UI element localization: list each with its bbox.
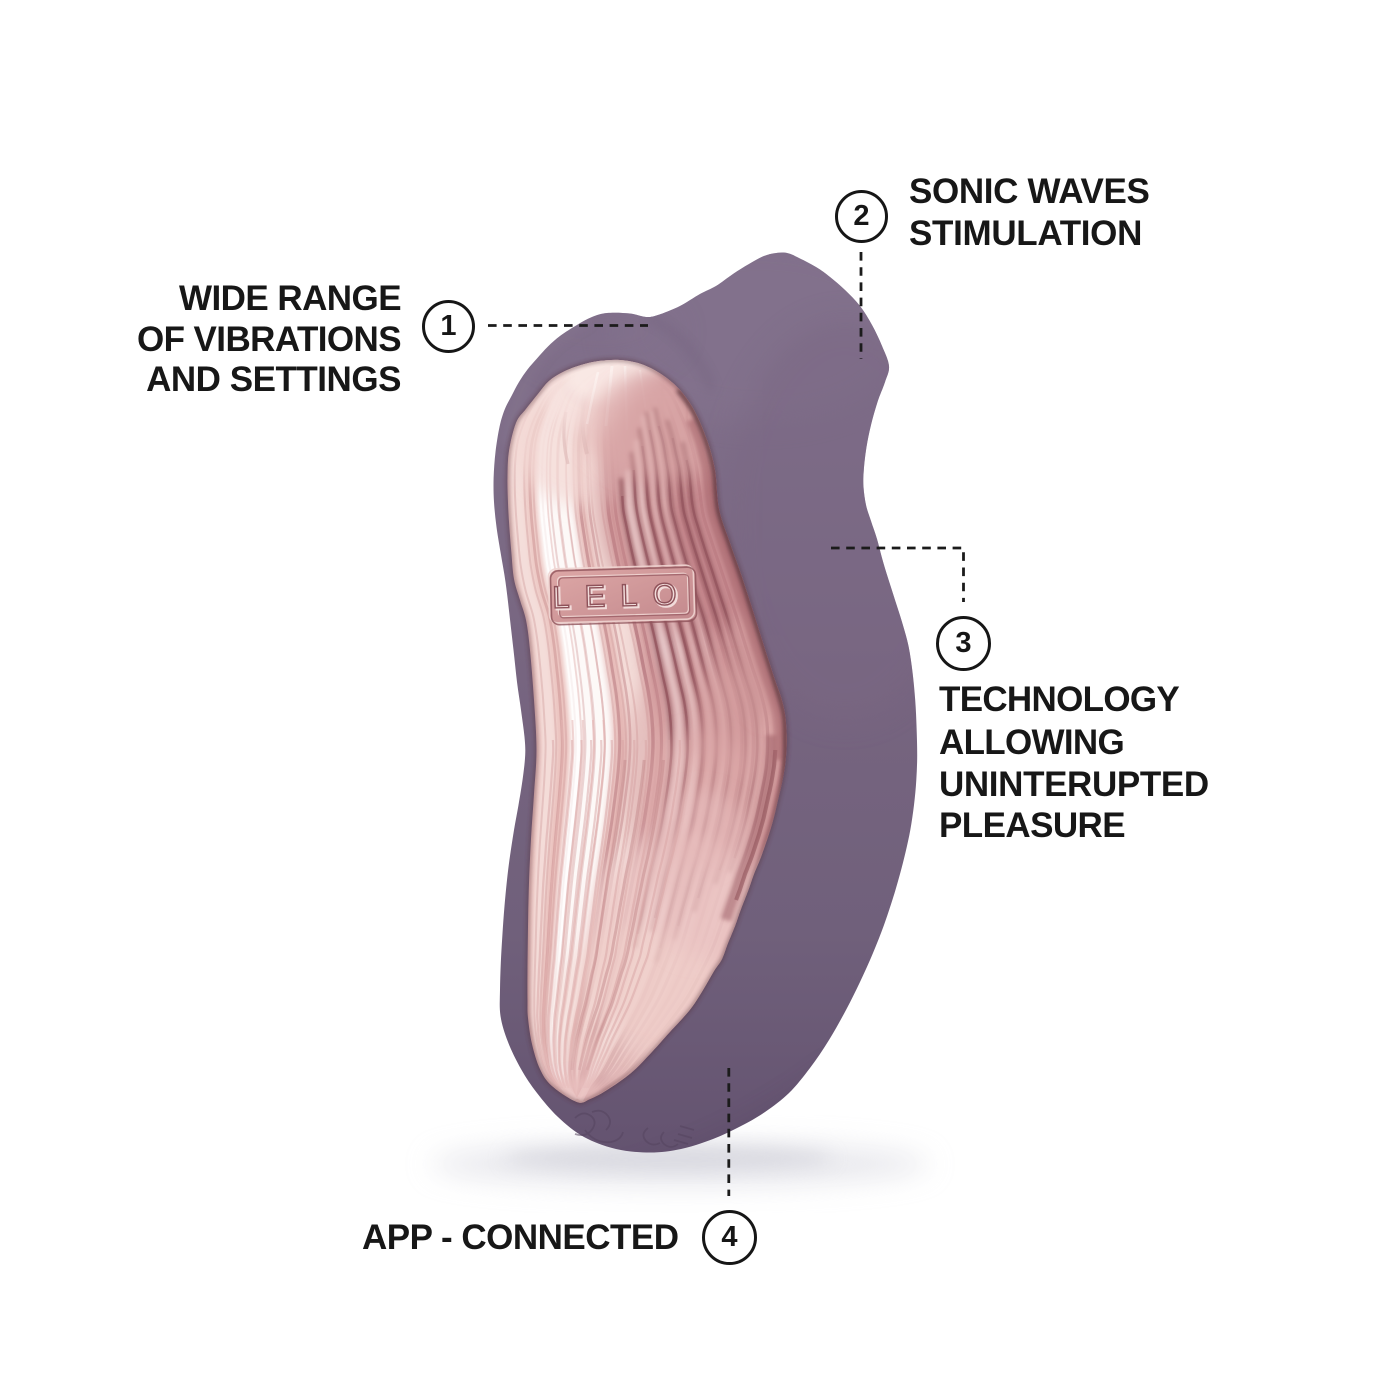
svg-text:LELO: LELO xyxy=(553,578,693,617)
svg-text:LELO: LELO xyxy=(552,576,692,615)
